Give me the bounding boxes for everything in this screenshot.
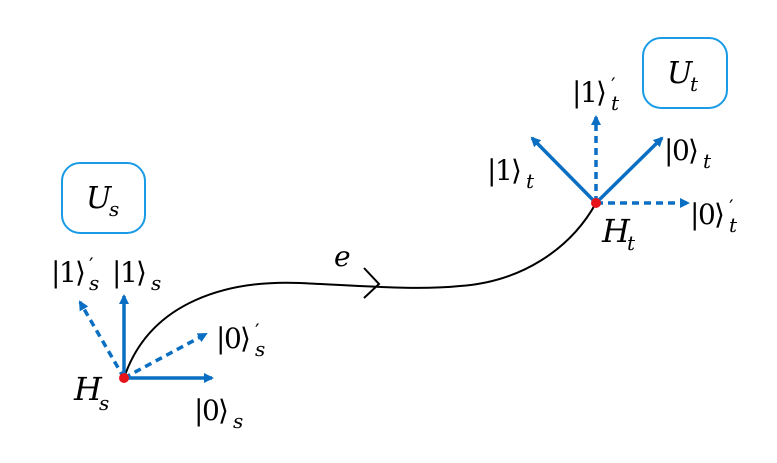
svg-text:|: | bbox=[112, 256, 121, 289]
svg-text:⟩: ⟩ bbox=[596, 76, 607, 109]
source-node bbox=[119, 373, 129, 383]
svg-text:s: s bbox=[233, 409, 243, 433]
svg-text:0: 0 bbox=[698, 198, 716, 231]
svg-text:s: s bbox=[151, 271, 161, 295]
svg-text:|: | bbox=[487, 154, 496, 187]
target-node bbox=[591, 198, 601, 208]
svg-text:t: t bbox=[611, 91, 620, 115]
source-ket-0-prime-arrow bbox=[123, 332, 208, 380]
svg-text:U: U bbox=[667, 56, 694, 91]
svg-text:′: ′ bbox=[611, 73, 616, 97]
svg-text:|: | bbox=[690, 198, 699, 231]
source-ket-1-prime-arrow bbox=[78, 300, 126, 379]
svg-text:1: 1 bbox=[495, 154, 513, 187]
svg-text:t: t bbox=[703, 149, 712, 173]
svg-text:′: ′ bbox=[89, 253, 94, 277]
source-ket-0-prime-label: | 0 ⟩ ′ s bbox=[216, 319, 265, 361]
svg-text:⟩: ⟩ bbox=[136, 256, 147, 289]
source-ket-0-label: | 0 ⟩ s bbox=[194, 394, 243, 433]
svg-text:′: ′ bbox=[255, 319, 260, 343]
svg-text:0: 0 bbox=[202, 394, 220, 427]
svg-text:0: 0 bbox=[672, 134, 690, 167]
svg-text:U: U bbox=[86, 181, 113, 216]
target-ket-0-arrow bbox=[594, 136, 664, 205]
svg-text:⟩: ⟩ bbox=[218, 394, 229, 427]
edge-label: e bbox=[334, 240, 351, 273]
target-unitary-box: U t bbox=[642, 37, 728, 109]
svg-text:0: 0 bbox=[224, 322, 242, 355]
svg-text:|: | bbox=[51, 256, 60, 289]
svg-text:⟩: ⟩ bbox=[688, 134, 699, 167]
svg-text:|: | bbox=[216, 322, 225, 355]
target-ket-1-label: | 1 ⟩ t bbox=[487, 154, 535, 193]
edge-curve bbox=[123, 202, 597, 379]
svg-text:H: H bbox=[601, 212, 631, 250]
svg-text:t: t bbox=[690, 72, 699, 96]
svg-text:⟩: ⟩ bbox=[714, 198, 725, 231]
svg-text:⟩: ⟩ bbox=[240, 322, 251, 355]
source-ket-1-prime-label: | 1 ⟩ ′ s bbox=[51, 253, 99, 295]
target-ket-1-arrow bbox=[530, 136, 598, 205]
svg-text:1: 1 bbox=[580, 76, 598, 109]
svg-text:⟩: ⟩ bbox=[511, 154, 522, 187]
svg-text:t: t bbox=[729, 213, 738, 237]
target-ket-1-prime-label: | 1 ⟩ ′ t bbox=[572, 73, 620, 115]
source-unitary-box: U s bbox=[61, 162, 146, 234]
edge-direction-chevron-icon bbox=[363, 267, 381, 299]
svg-text:1: 1 bbox=[120, 256, 138, 289]
svg-text:|: | bbox=[194, 394, 203, 427]
svg-text:s: s bbox=[109, 197, 119, 221]
svg-text:H: H bbox=[73, 370, 103, 408]
svg-text:1: 1 bbox=[59, 256, 77, 289]
svg-text:s: s bbox=[99, 391, 109, 415]
svg-text:⟩: ⟩ bbox=[75, 256, 86, 289]
source-ket-1-label: | 1 ⟩ s bbox=[112, 256, 161, 295]
svg-text:t: t bbox=[526, 169, 535, 193]
target-ket-0-prime-label: | 0 ⟩ ′ t bbox=[690, 195, 738, 237]
target-hilbert-label: H t bbox=[601, 212, 636, 255]
svg-text:′: ′ bbox=[729, 195, 734, 219]
source-hilbert-label: H s bbox=[73, 370, 109, 415]
svg-text:s: s bbox=[255, 337, 265, 361]
svg-text:|: | bbox=[572, 76, 581, 109]
svg-text:|: | bbox=[664, 134, 673, 167]
svg-text:s: s bbox=[89, 271, 99, 295]
svg-text:t: t bbox=[627, 231, 636, 255]
target-ket-0-label: | 0 ⟩ t bbox=[664, 134, 712, 173]
